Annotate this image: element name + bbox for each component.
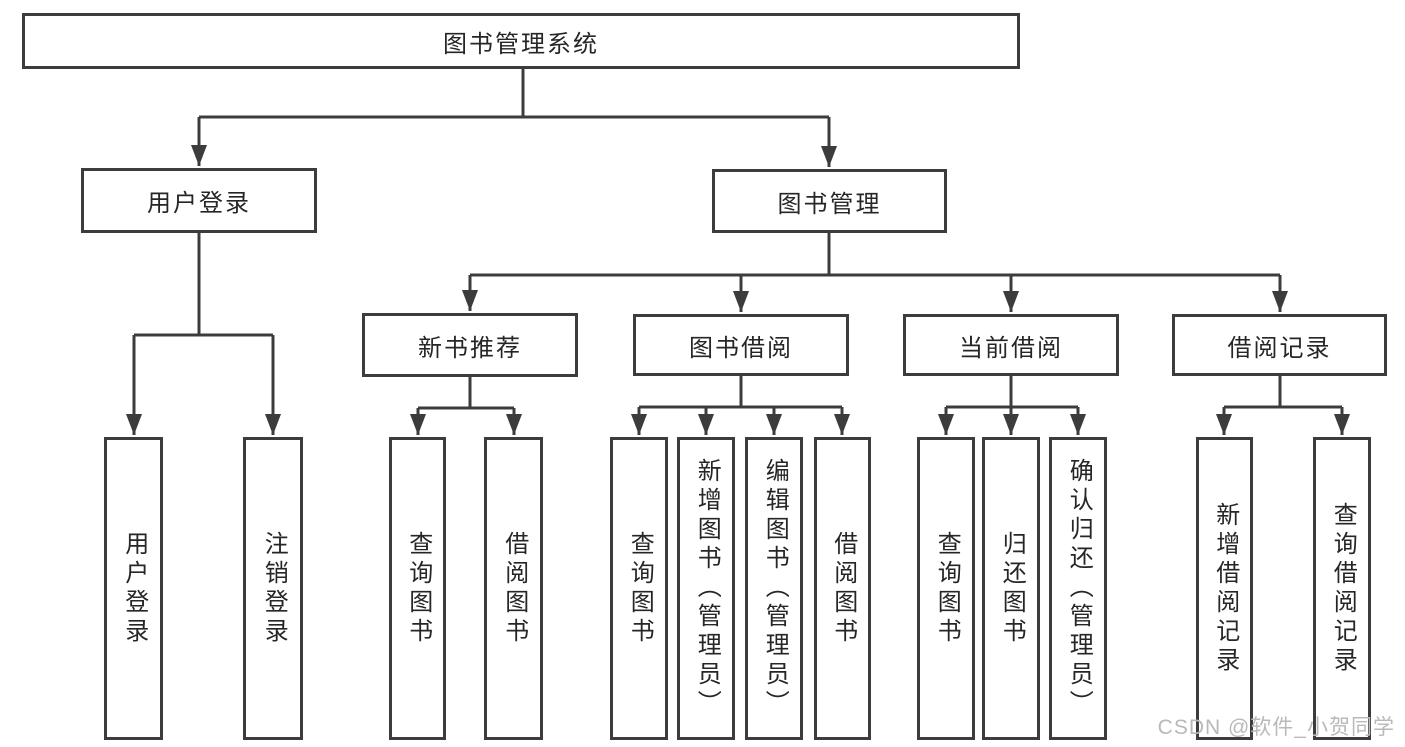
leaf-borrow-book-borrow-label: 借阅图书: [829, 530, 857, 647]
node-book-borrow: 图书借阅: [633, 314, 849, 376]
leaf-query-borrow-record-label: 查询借阅记录: [1329, 501, 1357, 676]
leaf-query-book-recommend: 查询图书: [389, 437, 446, 740]
leaf-query-book-current: 查询图书: [917, 437, 975, 740]
leaf-borrow-book-recommend-label: 借阅图书: [500, 530, 528, 647]
node-book-management-label: 图书管理: [777, 190, 882, 218]
leaf-logout-label: 注销登录: [260, 530, 288, 647]
leaf-borrow-book-recommend: 借阅图书: [484, 437, 543, 740]
node-user-login: 用户登录: [81, 168, 317, 233]
node-borrow-record-label: 借阅记录: [1227, 334, 1332, 362]
node-book-management: 图书管理: [712, 169, 947, 233]
leaf-edit-book-admin-label: 编辑图书（管理员）: [761, 458, 789, 719]
node-user-login-label: 用户登录: [147, 190, 251, 217]
node-current-borrow-label: 当前借阅: [959, 334, 1063, 362]
leaf-query-book-borrow-label: 查询图书: [626, 530, 654, 647]
leaf-confirm-return-admin-label: 确认归还（管理员）: [1065, 458, 1093, 719]
leaf-user-login-label: 用户登录: [120, 530, 148, 647]
leaf-add-borrow-record: 新增借阅记录: [1196, 437, 1253, 740]
node-new-book-recommend-label: 新书推荐: [418, 334, 522, 362]
leaf-query-borrow-record: 查询借阅记录: [1313, 437, 1371, 740]
leaf-confirm-return-admin: 确认归还（管理员）: [1049, 437, 1107, 740]
leaf-return-book: 归还图书: [982, 437, 1040, 740]
leaf-query-book-current-label: 查询图书: [933, 530, 961, 647]
node-root-label: 图书管理系统: [443, 30, 599, 58]
csdn-watermark: CSDN @软件_小贺同学: [1157, 716, 1395, 739]
node-new-book-recommend: 新书推荐: [362, 313, 578, 377]
leaf-return-book-label: 归还图书: [998, 530, 1026, 647]
leaf-add-book-admin-label: 新增图书（管理员）: [693, 458, 721, 719]
leaf-query-book-borrow: 查询图书: [610, 437, 668, 740]
node-root: 图书管理系统: [22, 13, 1020, 69]
leaf-logout: 注销登录: [243, 437, 303, 740]
node-current-borrow: 当前借阅: [903, 314, 1119, 376]
leaf-query-book-recommend-label: 查询图书: [404, 530, 432, 647]
leaf-user-login: 用户登录: [104, 437, 163, 740]
leaf-add-book-admin: 新增图书（管理员）: [677, 437, 735, 740]
node-borrow-record: 借阅记录: [1172, 314, 1387, 376]
leaf-add-borrow-record-label: 新增借阅记录: [1211, 501, 1239, 676]
node-book-borrow-label: 图书借阅: [689, 334, 793, 362]
leaf-borrow-book-borrow: 借阅图书: [814, 437, 871, 740]
leaf-edit-book-admin: 编辑图书（管理员）: [745, 437, 803, 740]
